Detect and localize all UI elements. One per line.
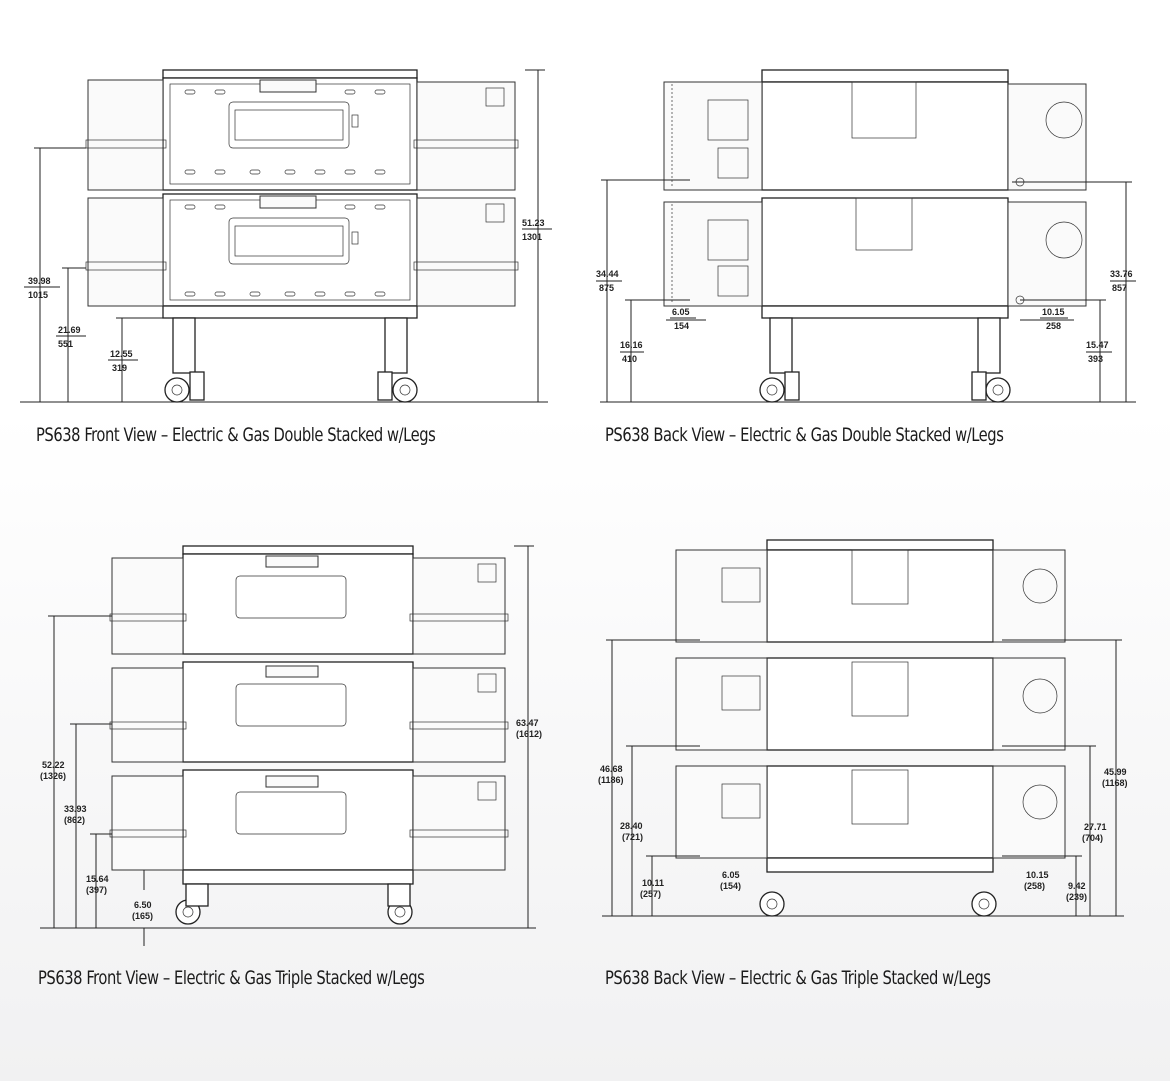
logo-badge <box>259 79 317 93</box>
dim-metric: 857 <box>1112 283 1127 293</box>
front-triple-drawing <box>40 545 536 946</box>
dim-value: 15.47 <box>1086 340 1109 350</box>
logo-badge <box>265 555 319 568</box>
back-double-drawing <box>596 69 1136 403</box>
dim-metric: 1015 <box>28 290 48 300</box>
dim-metric: (258) <box>1024 881 1045 891</box>
dim-value: 34.44 <box>596 269 619 279</box>
caption-front-double: PS638 Front View – Electric & Gas Double… <box>36 424 436 446</box>
dim-value: 45.99 <box>1104 767 1127 777</box>
dim-value: 33.93 <box>64 804 87 814</box>
dim-metric: (704) <box>1082 833 1103 843</box>
logo-badge <box>265 665 319 678</box>
logo-badge <box>265 775 319 788</box>
oven-deck <box>162 193 418 307</box>
dim-metric: 410 <box>622 354 637 364</box>
dim-value: 6.05 <box>722 870 740 880</box>
oven-deck <box>761 81 1009 191</box>
dim-metric: (1612) <box>516 729 542 739</box>
oven-deck <box>182 553 414 655</box>
dim-metric: (1168) <box>1102 778 1128 788</box>
dim-metric: (397) <box>86 885 107 895</box>
caption-back-double: PS638 Back View – Electric & Gas Double … <box>605 424 1004 446</box>
dim-metric: (1186) <box>598 775 624 785</box>
dim-value: 6.05 <box>672 307 690 317</box>
dim-value: 16.16 <box>620 340 643 350</box>
dim-metric: (154) <box>720 881 741 891</box>
oven-deck <box>162 77 418 191</box>
dim-value: 33.76 <box>1110 269 1133 279</box>
dim-value: 10.11 <box>642 878 664 888</box>
dim-value: 46.68 <box>600 764 623 774</box>
dim-metric: 319 <box>112 363 127 373</box>
dim-metric: (165) <box>132 911 153 921</box>
dim-metric: (1326) <box>40 771 66 781</box>
dim-value: 15.64 <box>86 874 109 884</box>
dim-value: 6.50 <box>134 900 152 910</box>
logo-badge <box>259 195 317 209</box>
dim-value: 12.55 <box>110 349 133 359</box>
dim-value: 27.71 <box>1084 822 1107 832</box>
dim-value: 21.69 <box>58 325 81 335</box>
front-double-drawing <box>20 69 552 403</box>
dim-metric: (239) <box>1066 892 1087 902</box>
dim-value: 63.47 <box>516 718 539 728</box>
dim-metric: 875 <box>599 283 614 293</box>
oven-deck <box>761 197 1009 307</box>
dim-value: 10.15 <box>1042 307 1065 317</box>
dim-metric: 258 <box>1046 321 1061 331</box>
dim-value: 51.23 <box>522 218 545 228</box>
dim-value: 10.15 <box>1026 870 1049 880</box>
oven-deck <box>766 549 994 643</box>
dim-metric: 154 <box>674 321 689 331</box>
oven-deck <box>766 657 994 751</box>
dim-metric: 551 <box>58 339 73 349</box>
dim-value: 9.42 <box>1068 881 1086 891</box>
caption-back-triple: PS638 Back View – Electric & Gas Triple … <box>605 967 991 989</box>
caption-front-triple: PS638 Front View – Electric & Gas Triple… <box>38 967 425 989</box>
dim-value: 28.40 <box>620 821 643 831</box>
dim-metric: (862) <box>64 815 85 825</box>
dim-metric: (721) <box>622 832 643 842</box>
dim-metric: 393 <box>1088 354 1103 364</box>
oven-deck <box>766 765 994 859</box>
dim-value: 52.22 <box>42 760 65 770</box>
dim-metric: (257) <box>640 889 661 899</box>
oven-deck <box>182 661 414 763</box>
dim-value: 39.98 <box>28 276 51 286</box>
dim-metric: 1301 <box>522 232 542 242</box>
back-triple-drawing <box>602 539 1124 917</box>
